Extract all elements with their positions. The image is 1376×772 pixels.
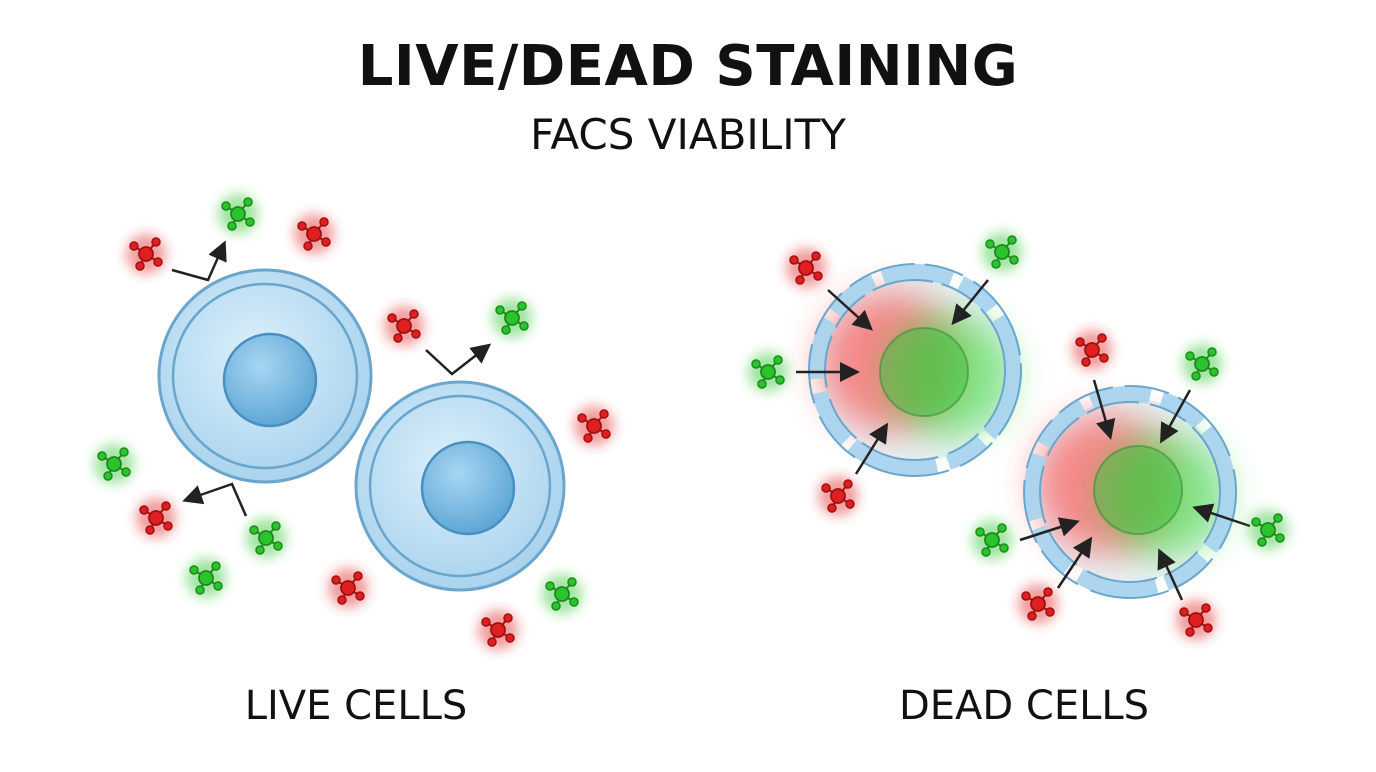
green-dye-molecule-icon	[982, 232, 1022, 272]
dye-molecules	[94, 194, 1288, 650]
red-dye-molecule-icon	[136, 498, 176, 538]
green-dye-molecule-icon	[1182, 344, 1222, 384]
green-dye-molecule-icon	[246, 518, 286, 558]
dead-cells-label: DEAD CELLS	[898, 683, 1150, 729]
live-cells-label: LIVE CELLS	[244, 683, 468, 729]
page-subtitle: FACS VIABILITY	[530, 110, 846, 159]
red-dye-molecule-icon	[1018, 584, 1058, 624]
dead-cell-1	[808, 263, 1022, 477]
page-title: LIVE/DEAD STAINING	[357, 34, 1019, 99]
green-dye-molecule-icon	[186, 558, 226, 598]
red-dye-molecule-icon	[126, 234, 166, 274]
green-dye-molecule-icon	[218, 194, 258, 234]
green-dye-molecule-icon	[972, 520, 1012, 560]
red-dye-molecule-icon	[294, 214, 334, 254]
red-dye-molecule-icon	[1072, 330, 1112, 370]
green-dye-molecule-icon	[1248, 510, 1288, 550]
dead-arrows	[796, 279, 1251, 601]
green-dye-molecule-icon	[492, 298, 532, 338]
live-cell-1	[157, 268, 373, 484]
dead-cell-2	[1023, 385, 1237, 599]
red-dye-molecule-icon	[1176, 600, 1216, 640]
red-dye-molecule-icon	[384, 306, 424, 346]
red-dye-molecule-icon	[574, 406, 614, 446]
red-dye-molecule-icon	[786, 248, 826, 288]
green-dye-molecule-icon	[748, 352, 788, 392]
green-dye-molecule-icon	[94, 444, 134, 484]
green-dye-molecule-icon	[542, 574, 582, 614]
live-arrows	[171, 240, 492, 517]
red-dye-molecule-icon	[478, 610, 518, 650]
red-dye-molecule-icon	[818, 476, 858, 516]
red-dye-molecule-icon	[328, 568, 368, 608]
live-cell-2	[354, 380, 566, 592]
